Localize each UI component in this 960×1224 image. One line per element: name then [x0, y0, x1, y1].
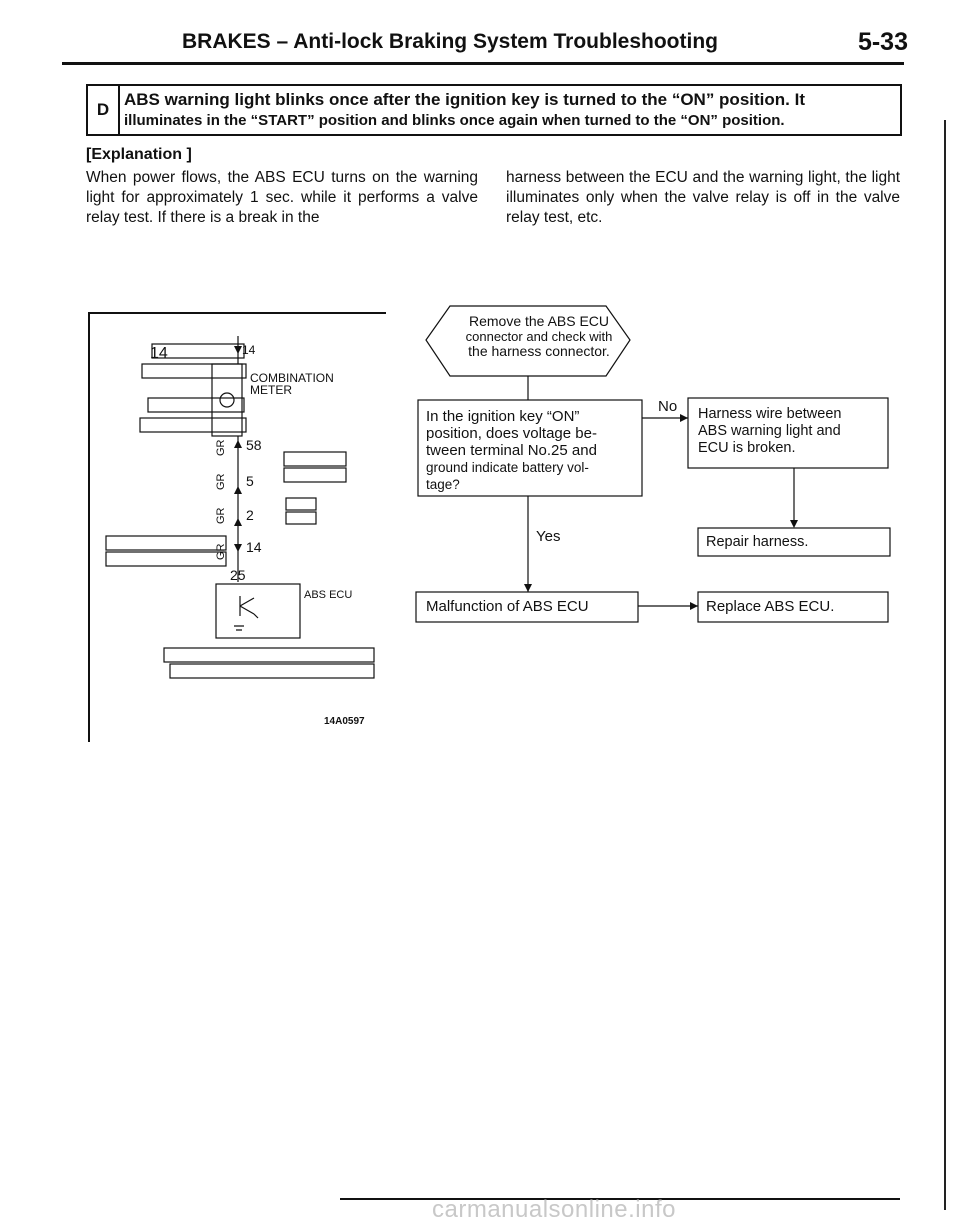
- question-line: In the ignition key “ON”: [426, 408, 580, 425]
- meter-label: METER: [250, 383, 292, 397]
- question-line: position, does voltage be-: [426, 425, 597, 442]
- no-result-line: Harness wire between: [698, 406, 842, 422]
- start-line: Remove the ABS ECU: [468, 313, 610, 329]
- terminal-14: 14: [246, 539, 262, 555]
- abs-ecu-label: ABS ECU: [304, 589, 352, 601]
- terminal-58: 58: [246, 437, 262, 453]
- question-box: [417, 399, 643, 497]
- terminal-5: 5: [246, 473, 254, 489]
- terminal-14-top: 14: [242, 343, 256, 357]
- no-result-text: Harness wire between ABS warning light a…: [698, 406, 884, 457]
- connector-number-left-top: 14: [150, 345, 168, 362]
- question-line: tween terminal No.25 and: [426, 442, 597, 459]
- repair-text: Repair harness.: [706, 534, 809, 550]
- question-line: tage?: [426, 477, 460, 492]
- explanation-text-left: When power flows, the ABS ECU turns on t…: [86, 169, 478, 226]
- question-line: ground indicate battery vol-: [426, 460, 589, 475]
- code-description-line2: illuminates in the “START” position and …: [124, 112, 785, 129]
- figure-code: 14A0597: [324, 716, 365, 727]
- replace-text: Replace ABS ECU.: [706, 598, 835, 615]
- wire-color-label: GR: [215, 439, 227, 456]
- terminal-2: 2: [246, 507, 254, 523]
- code-description-line1: ABS warning light blinks once after the …: [124, 90, 805, 109]
- footer-rule: [340, 1198, 900, 1200]
- explanation-heading: [Explanation ]: [86, 146, 192, 163]
- yes-label: Yes: [536, 528, 561, 545]
- start-line: connector and check with: [465, 329, 613, 344]
- no-result-line: ABS warning light and: [698, 423, 841, 439]
- wire-color-label: GR: [215, 473, 227, 490]
- wiring-diagram-svg: 14 14 58 5 2 14 25 COMBINATION METER ABS…: [105, 336, 375, 727]
- malfunction-text: Malfunction of ABS ECU: [426, 598, 589, 615]
- malfunction-box: [415, 591, 639, 623]
- wire-color-label: GR: [215, 507, 227, 524]
- wiring-diagram: 14 14 58 5 2 14 25 COMBINATION METER ABS…: [88, 312, 386, 742]
- explanation-text-right: harness between the ECU and the warning …: [506, 169, 900, 226]
- page-header: BRAKES – Anti-lock Braking System Troubl…: [0, 28, 960, 56]
- no-result-line: ECU is broken.: [698, 440, 796, 456]
- question-text: In the ignition key “ON” position, does …: [426, 408, 638, 493]
- start-terminal-shape: [425, 305, 631, 377]
- trouble-code-box: D ABS warning light blinks once after th…: [86, 84, 902, 136]
- page-edge-line: [944, 120, 946, 1210]
- section-title: BRAKES – Anti-lock Braking System Troubl…: [182, 30, 718, 53]
- wire-color-label: GR: [215, 543, 227, 560]
- no-result-box: [687, 397, 889, 469]
- watermark: carmanualsonline.info: [432, 1196, 676, 1223]
- header-rule: [62, 62, 904, 65]
- flowchart-svg: [415, 305, 891, 623]
- page-number: 5-33: [857, 28, 908, 56]
- combination-label: COMBINATION: [250, 371, 334, 385]
- replace-box: [697, 591, 889, 623]
- terminal-25: 25: [230, 567, 246, 583]
- start-text: Remove the ABS ECU connector and check w…: [454, 314, 624, 359]
- code-letter: D: [88, 86, 120, 134]
- flowchart: Remove the ABS ECU connector and check w…: [410, 300, 910, 640]
- no-label: No: [658, 398, 678, 415]
- start-line: the harness connector.: [468, 343, 610, 359]
